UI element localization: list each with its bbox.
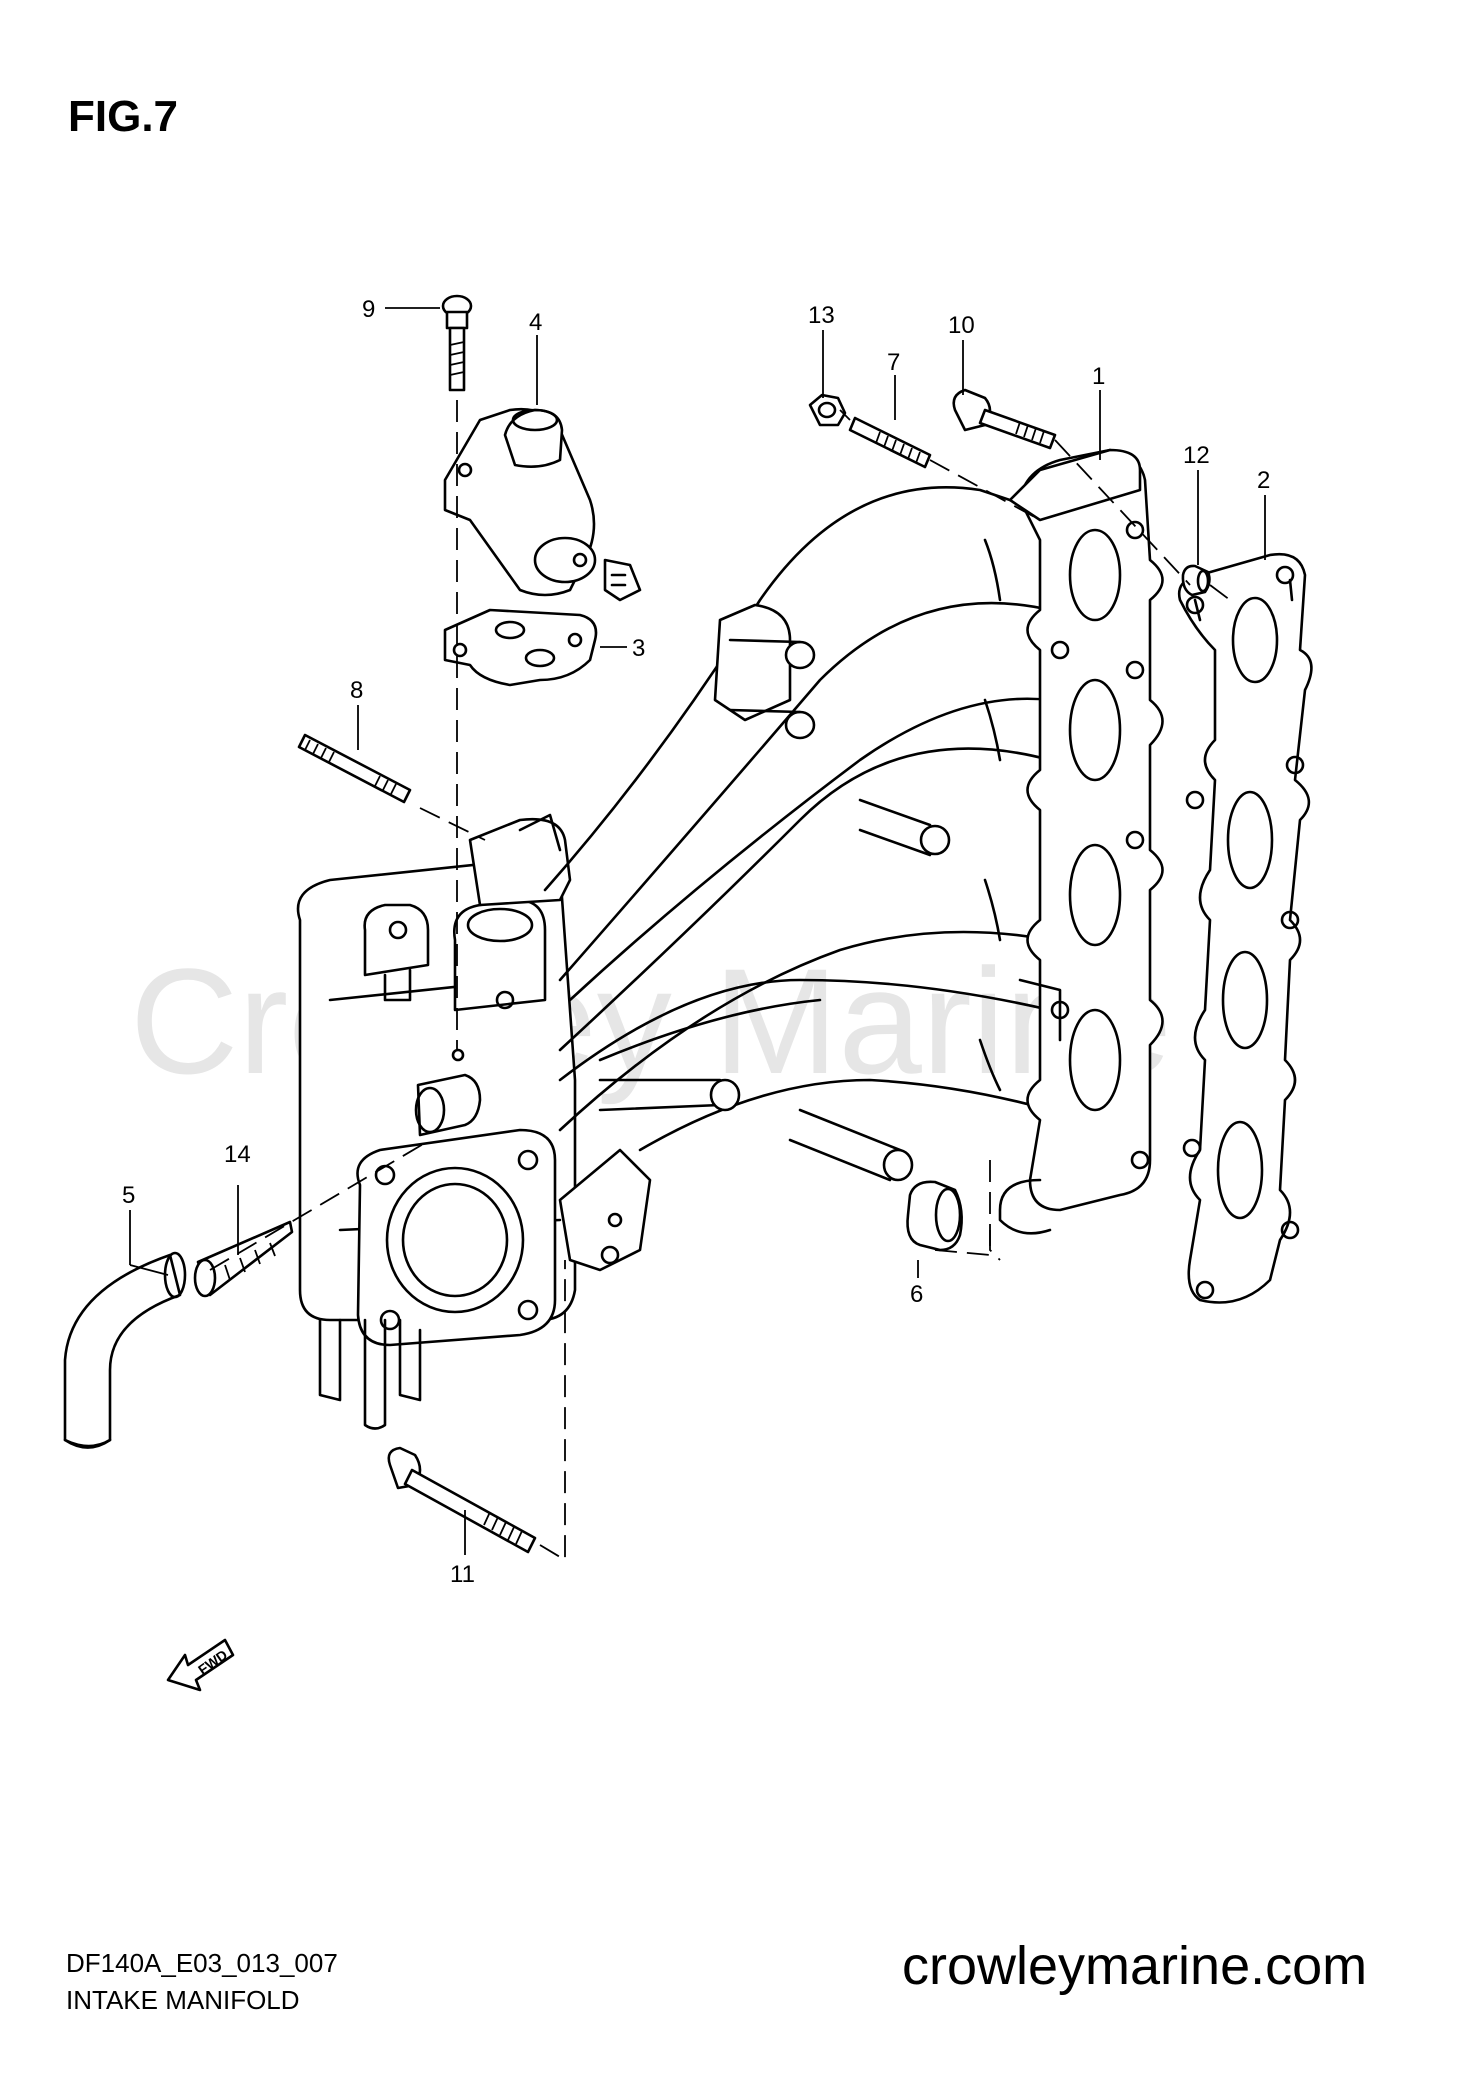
callout-7: 7: [887, 349, 900, 376]
spacer-part-6: [906, 1180, 963, 1252]
nut-part-13: [808, 393, 847, 427]
callout-10: 10: [948, 312, 975, 339]
fwd-arrow-icon: FWD: [166, 1638, 235, 1692]
figure-title: FIG.7: [68, 92, 179, 141]
callout-3: 3: [632, 635, 645, 662]
callout-12: 12: [1183, 442, 1210, 469]
stud-part-7: [848, 416, 932, 469]
callout-14: 14: [224, 1141, 251, 1168]
screw-part-9: [441, 294, 473, 392]
intake-manifold-part-1: [296, 448, 1164, 1430]
callout-4: 4: [529, 309, 542, 336]
bolt-part-10: [952, 388, 1057, 450]
callout-numbers: 1 2 3 4 5 6 7 8 9 10 11 12 13 14: [122, 296, 1270, 1588]
diagram-code: DF140A_E03_013_007: [66, 1948, 338, 1978]
filter-part-14: [193, 1220, 294, 1298]
gasket-part-3: [443, 608, 598, 687]
callout-2: 2: [1257, 467, 1270, 494]
dowel-pin-part-12: [1181, 564, 1211, 597]
gasket-part-2: [1177, 552, 1313, 1304]
iac-valve-part-4: [443, 407, 642, 602]
callout-8: 8: [350, 677, 363, 704]
callout-1: 1: [1092, 363, 1105, 390]
website-link[interactable]: crowleymarine.com: [902, 1936, 1368, 1996]
callout-11: 11: [450, 1561, 475, 1588]
assembly-guide-lines: [209, 400, 1231, 1562]
bolt-part-11: [387, 1446, 537, 1554]
hose-part-5: [63, 1251, 187, 1449]
callout-6: 6: [910, 1281, 923, 1308]
stud-part-8: [297, 733, 412, 804]
diagram-caption: INTAKE MANIFOLD: [66, 1985, 300, 2015]
callout-9: 9: [362, 296, 375, 323]
callout-5: 5: [122, 1182, 135, 1209]
callout-13: 13: [808, 302, 835, 329]
leader-lines: [129, 307, 1266, 1555]
